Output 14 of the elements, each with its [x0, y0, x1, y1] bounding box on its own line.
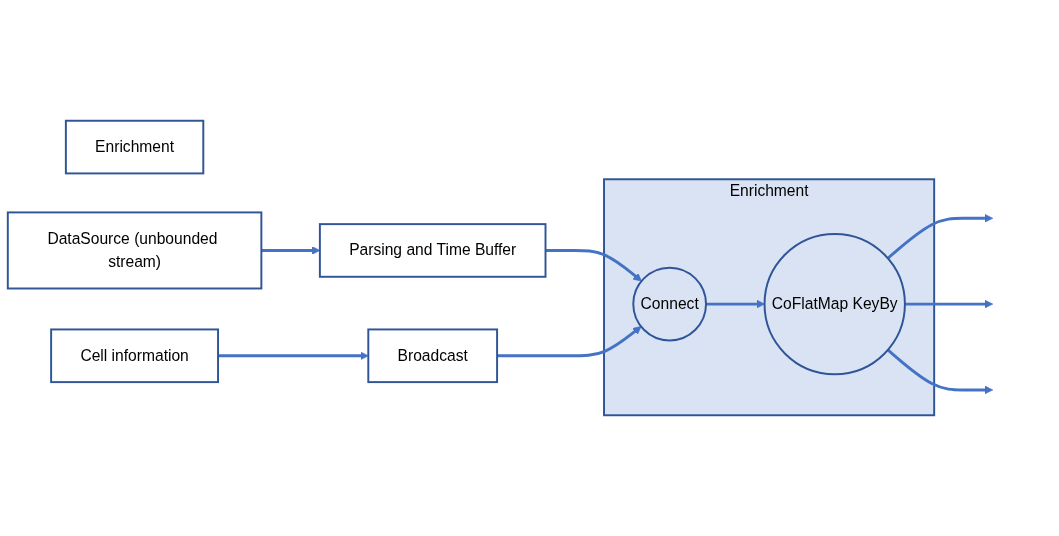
- node-box: Enrichment: [64, 119, 205, 175]
- arrow: [886, 214, 994, 260]
- arrow: [904, 299, 994, 309]
- node-box: Parsing and Time Buffer: [318, 223, 547, 278]
- node-box: Cell information: [50, 328, 219, 384]
- arrow: [218, 351, 369, 361]
- node-box: Broadcast: [367, 328, 499, 384]
- arrow: [545, 249, 642, 282]
- arrow: [497, 326, 642, 358]
- arrow: [706, 299, 765, 309]
- node-circle: CoFlatMap KeyBy: [763, 232, 906, 376]
- arrow: [886, 348, 994, 395]
- node-circle: Connect: [632, 266, 707, 342]
- node-box: DataSource (unbounded stream): [6, 211, 263, 290]
